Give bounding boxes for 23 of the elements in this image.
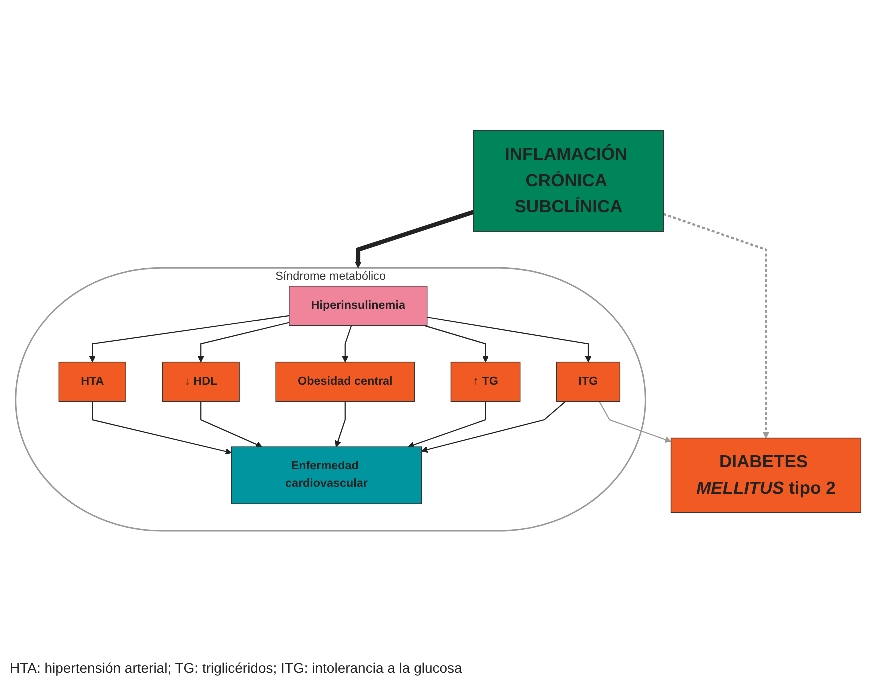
footnote: HTA: hipertensión arterial; TG: triglicéridos; ITG: intolerancia a la glucosa	[10, 660, 464, 676]
node-box: ↓ HDL	[162, 362, 240, 402]
node-box: ↑ TG	[450, 362, 521, 402]
arrow	[421, 401, 566, 454]
node-box: INFLAMACIÓN CRÓNICA SUBCLÍNICA	[473, 130, 664, 232]
node-box: Enfermedad cardiovascular	[231, 446, 422, 504]
node-box: DIABETES MELLITUS tipo 2	[670, 438, 862, 514]
arrow	[89, 315, 290, 363]
arrow	[424, 325, 489, 363]
arrow	[342, 326, 352, 363]
arrow	[663, 213, 770, 439]
node-box: ITG	[556, 362, 621, 402]
node-box: Hiperinsulinemia	[289, 286, 428, 326]
node-box: Obesidad central	[276, 362, 416, 402]
arrow	[599, 402, 672, 443]
arrow	[427, 317, 592, 363]
arrow	[200, 402, 263, 448]
arrow	[198, 322, 290, 363]
node-box: HTA	[58, 362, 126, 402]
arrow	[92, 402, 232, 455]
arrow	[408, 402, 486, 448]
arrow	[335, 402, 346, 448]
arrow	[355, 210, 475, 268]
